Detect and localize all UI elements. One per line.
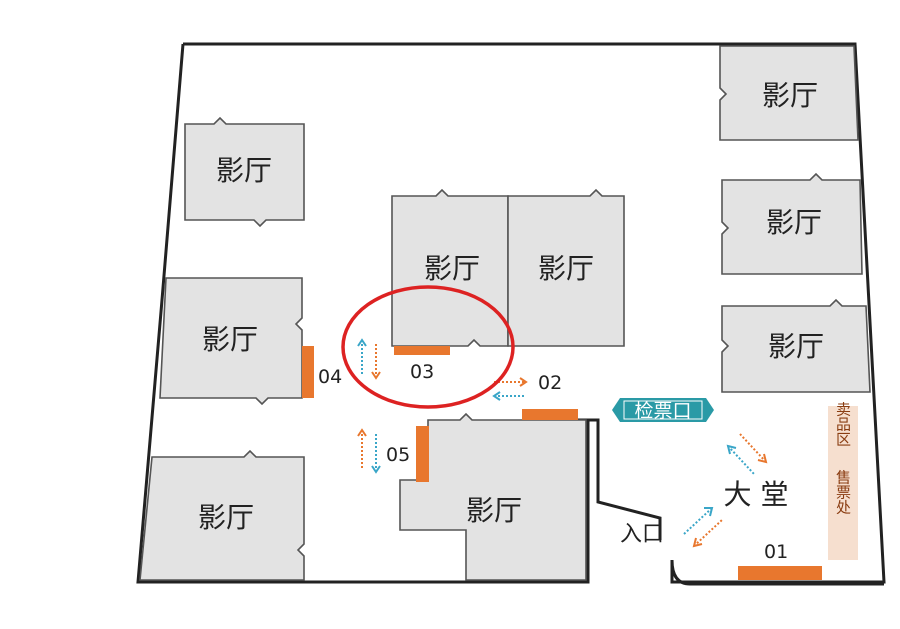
exit-03-bar [394, 346, 450, 355]
exit-04-label: 04 [318, 366, 342, 388]
hall-label: 影厅 [202, 323, 258, 356]
hall-label: 影厅 [768, 330, 824, 363]
entrance-corner-wall [670, 559, 884, 586]
concession-label: 卖品区 [834, 402, 852, 447]
hall-label: 影厅 [216, 154, 272, 187]
ticket-check-badge: 检票口 [612, 398, 714, 422]
highlight-circle [341, 285, 515, 409]
hall-right-middle[interactable]: 影厅 [721, 172, 863, 275]
flow-arrows-lobby [726, 433, 768, 475]
exit-01-bar [738, 566, 822, 580]
exit-04-bar [302, 346, 314, 398]
hall-label: 影厅 [762, 79, 818, 112]
hall-left-top[interactable]: 影厅 [184, 116, 305, 228]
hall-label: 影厅 [466, 494, 522, 527]
flow-arrows-05 [357, 428, 381, 474]
exit-02-bar [522, 409, 578, 420]
exit-03-label: 03 [410, 361, 434, 383]
hall-right-bottom[interactable]: 影厅 [721, 298, 871, 393]
ticket-check-label: 检票口 [634, 400, 691, 422]
box-office-label: 售票处 [834, 470, 852, 515]
exit-05-label: 05 [386, 444, 410, 466]
exit-02-label: 02 [538, 372, 562, 394]
entrance-corridor-wall [578, 418, 662, 540]
hall-center-right[interactable]: 影厅 [507, 188, 625, 347]
flow-arrows-04 [357, 338, 381, 380]
counter-strip: 卖品区 售票处 [828, 402, 858, 560]
entrance-label: 入口 [620, 522, 664, 547]
hall-center-bottom[interactable]: 影厅 [399, 412, 587, 581]
hall-label: 影厅 [766, 206, 822, 239]
exit-05-bar [416, 426, 429, 482]
hall-left-bottom[interactable]: 影厅 [139, 449, 305, 581]
hall-label: 影厅 [198, 501, 254, 534]
hall-label: 影厅 [424, 252, 480, 285]
hall-label: 影厅 [538, 252, 594, 285]
flow-arrows-entrance [683, 507, 723, 548]
hall-right-top[interactable]: 影厅 [719, 45, 859, 141]
lobby-label: 大 堂 [724, 478, 789, 511]
hall-left-middle[interactable]: 影厅 [159, 277, 303, 406]
hall-center-left[interactable]: 影厅 [391, 188, 509, 347]
exit-01-label: 01 [764, 541, 788, 563]
